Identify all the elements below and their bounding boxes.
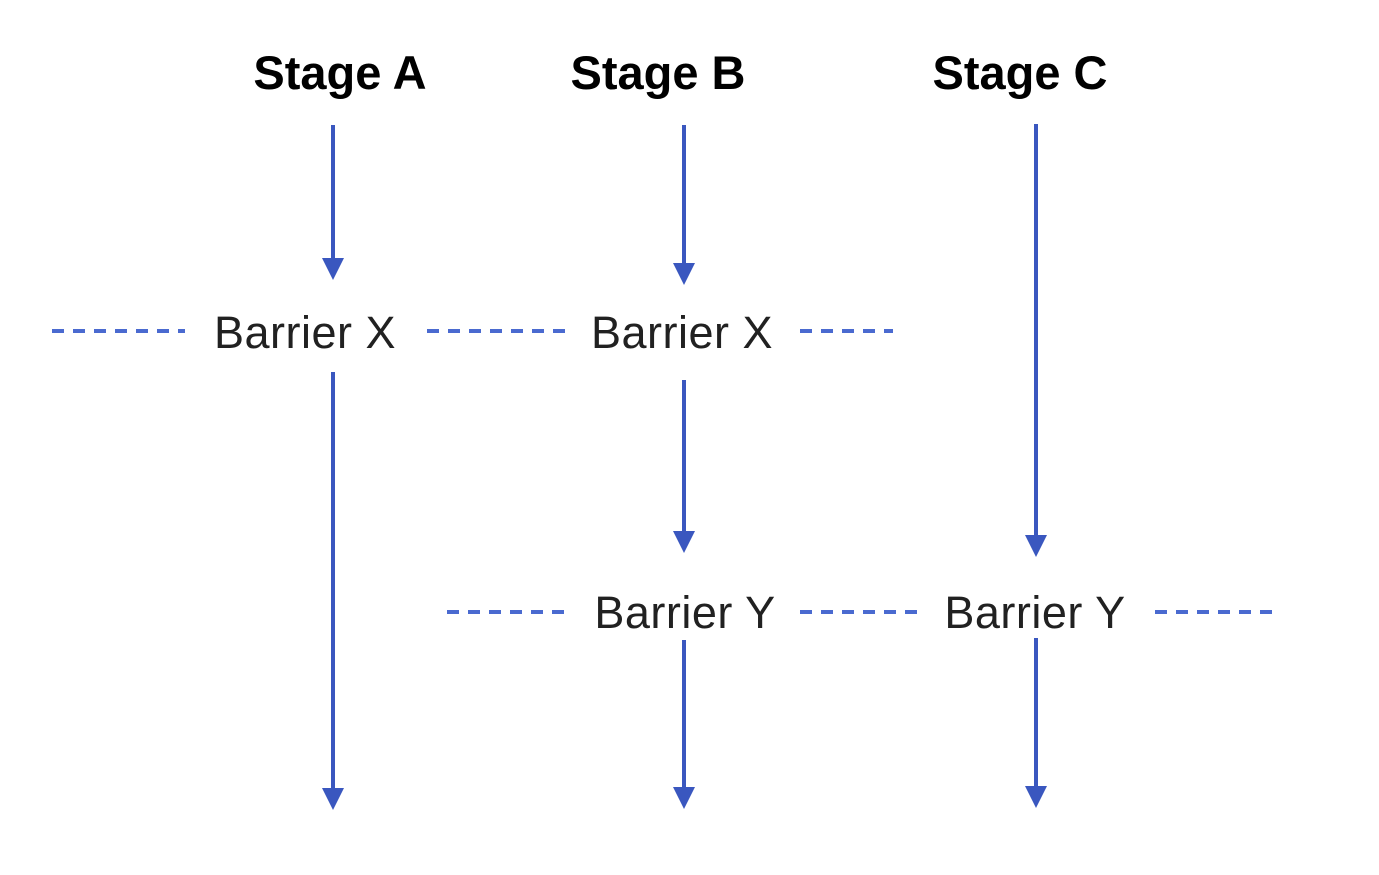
- stage-a-arrow-top: [322, 125, 344, 280]
- barrier-y-label-col-c: Barrier Y: [944, 587, 1125, 638]
- stage-c-arrow-bottom-head-icon: [1025, 786, 1047, 808]
- stage-c-label: Stage C: [933, 46, 1108, 99]
- stage-b-arrow-top-head-icon: [673, 263, 695, 285]
- stage-b-arrow-bottom-head-icon: [673, 787, 695, 809]
- stage-b-arrow-top: [673, 125, 695, 285]
- stage-a-label: Stage A: [253, 46, 426, 99]
- stage-b-arrow-bottom: [673, 640, 695, 809]
- stage-b-label: Stage B: [571, 46, 746, 99]
- stage-c-arrow-top-head-icon: [1025, 535, 1047, 557]
- stage-c-arrow-top: [1025, 124, 1047, 557]
- stage-a-arrow-top-head-icon: [322, 258, 344, 280]
- stage-a-arrow-bottom-head-icon: [322, 788, 344, 810]
- stage-a-arrow-bottom: [322, 372, 344, 810]
- stage-b-arrow-middle-head-icon: [673, 531, 695, 553]
- barrier-x-label-col-a: Barrier X: [214, 307, 396, 358]
- barrier-x-label-col-b: Barrier X: [591, 307, 773, 358]
- stage-b-arrow-middle: [673, 380, 695, 553]
- stage-c-arrow-bottom: [1025, 638, 1047, 808]
- barrier-y-label-col-b: Barrier Y: [594, 587, 775, 638]
